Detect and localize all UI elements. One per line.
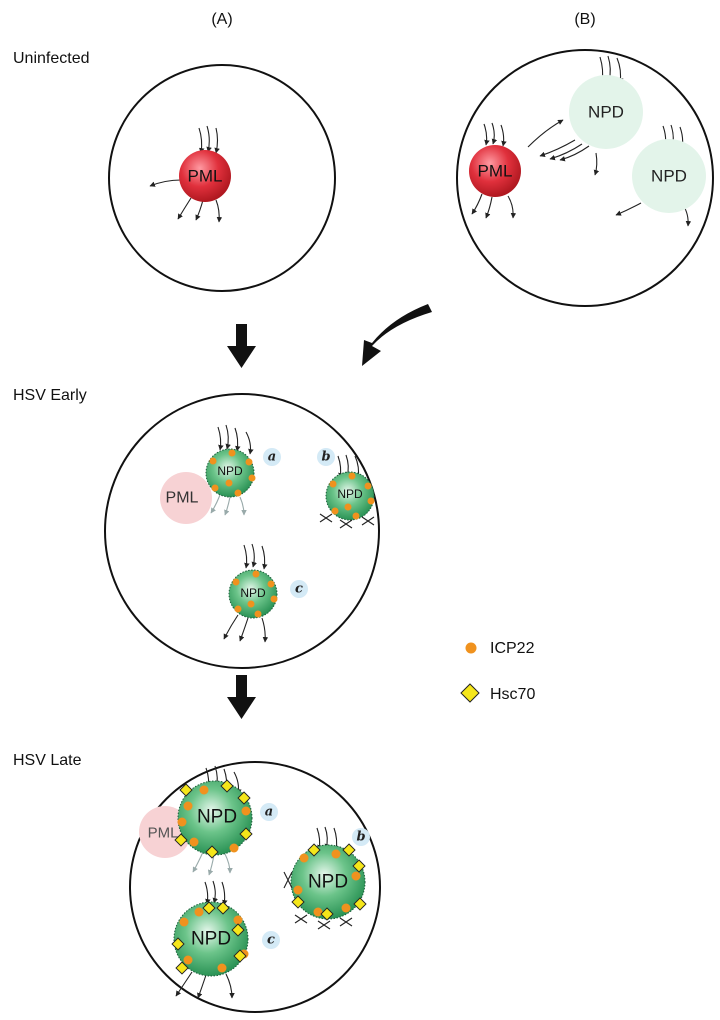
hsc70-diamonds-late-a [174,779,253,859]
npd-flux-arrows-late-c [175,880,235,999]
npd-label: NPD [240,586,266,600]
faded-out-arrows-early-a [210,494,247,516]
stage-label-uninfected: Uninfected [13,50,90,67]
column-b-label: (B) [574,11,595,28]
npd-body-early-b [325,471,375,521]
pml-faded-early [160,472,212,524]
subpopulation-b-label: b [321,450,330,465]
sub-bubble-late-b [352,828,370,846]
npd-body-early-a [205,448,255,498]
hsc70-legend-icon [460,683,480,703]
blocked-cross-marks-late-b [283,871,353,930]
npd-label: NPD [651,167,687,186]
sub-bubble-early-a [263,448,281,466]
subpopulation-a-label: a [268,450,276,465]
npd-label: NPD [588,103,624,122]
nucleus-uninfected-b [456,49,714,307]
npd-flux-arrows-early-a [217,424,254,455]
npd-label: NPD [308,872,348,893]
column-a-label: (A) [211,11,232,28]
subpopulation-c-label: c [267,933,275,948]
down-arrow-2 [227,675,256,719]
subpopulation-c-label: c [295,582,303,597]
pml-label: PML [478,162,513,181]
npd-body-uninfected-b1 [569,75,643,149]
icp22-dots-late-b [293,849,361,917]
pml-body-uninfected-a [179,150,231,202]
pml-label: PML [188,167,223,186]
hsc70-diamonds-late-b [291,843,367,921]
npd-body-early-c [228,569,278,619]
subpopulation-b-label: b [356,830,365,845]
sub-bubble-late-c [262,931,280,949]
icp22-dots-late-c [179,907,249,973]
sub-bubble-early-c [290,580,308,598]
npd-label: NPD [337,487,363,501]
hsc70-diamonds-late-c [171,901,247,975]
npd-label: NPD [197,807,237,828]
icp22-legend-label: ICP22 [490,640,535,657]
icp22-dots-late-a [177,785,251,853]
down-arrow-1 [227,324,256,368]
icp22-dots-early-a [209,449,256,497]
pml-label: PML [148,825,179,842]
pml-label: PML [166,490,199,507]
blocked-cross-marks-early-b [319,513,375,529]
subpopulation-a-label: a [265,805,273,820]
icp22-legend-icon [465,642,477,654]
stage-label-early: HSV Early [13,387,87,404]
npd-label: NPD [217,464,243,478]
pml-body-uninfected-b [469,145,521,197]
npd-flux-arrows-early-c [223,543,269,643]
curved-arrow-b-to-early [362,304,432,366]
npd-body-late-c [173,901,249,977]
npd-label: NPD [191,929,231,950]
hsc70-legend-label: Hsc70 [490,686,535,703]
icp22-dots-early-b [329,472,375,520]
nucleus-early [104,393,380,669]
sub-bubble-late-a [260,803,278,821]
sub-bubble-early-b [317,448,335,466]
npd-body-uninfected-b2 [632,139,706,213]
stage-label-late: HSV Late [13,752,82,769]
icp22-dots-early-c [232,570,278,618]
